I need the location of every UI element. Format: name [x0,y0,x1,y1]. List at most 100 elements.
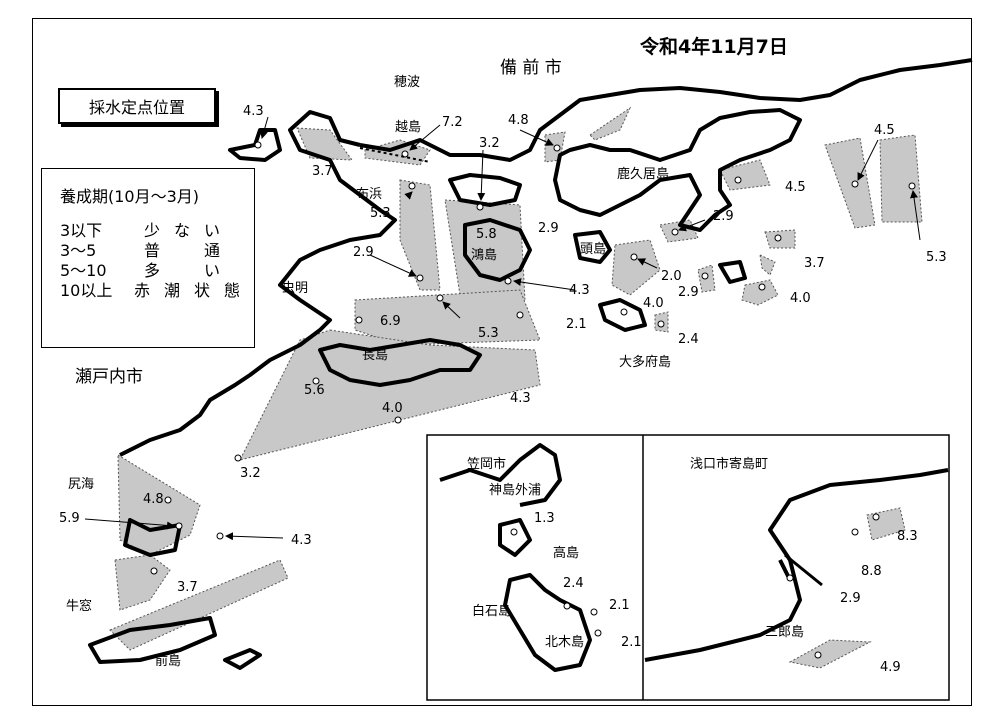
area-kakuijima-east [719,159,771,191]
place-shirihimi: 尻海 [68,477,95,492]
place-shiraishijima: 白石島 [472,604,512,619]
bizen-coast [359,58,973,162]
kasaoka-coast [439,443,562,507]
takashima-coast [498,518,532,557]
area-3.7-north [296,127,354,161]
coastlines [88,58,973,670]
inset-coastlines [439,443,949,672]
kojima-coast [463,218,532,282]
arrows [84,116,921,541]
value-label: 6.9 [380,314,401,329]
place-kojima: 鴻島 [471,248,498,263]
legend-range: 5～10 [60,261,107,280]
legend-label: 多 い [144,261,235,280]
yorishima-coast [644,468,949,662]
legend-label: 少ない [144,221,235,240]
inset-border [426,434,950,701]
value-label: 5.9 [59,511,80,526]
map-frame [32,18,972,706]
value-label: 8.8 [861,564,882,579]
legend-range: 3～5 [60,241,97,260]
value-label: 4.3 [510,391,531,406]
legend-range: 10以上 [60,281,113,300]
place-kitagijima: 北木島 [545,635,585,650]
area-bizen-east [589,106,632,141]
area-nunohama [399,179,441,291]
value-label: 4.0 [643,296,664,311]
value-label: 2.9 [678,285,699,300]
place-nunohama: 布浜 [356,187,383,202]
oodafujima-coast [598,298,647,332]
value-label: 4.5 [785,180,806,195]
area-4.5a [824,137,876,229]
maejima-coast [88,616,217,664]
place-hoha: 穂波 [394,75,421,90]
value-label: 1.3 [534,511,555,526]
legend-row: 3以下少ない [60,221,254,241]
place-oodafujima: 大多府島 [619,355,672,370]
value-label: 2.0 [661,269,682,284]
area-4.0-east [741,279,779,306]
sample-points [150,141,916,659]
value-label: 2.9 [840,591,861,606]
value-label: 4.0 [790,291,811,306]
small-island-east [718,260,747,284]
value-label: 5.3 [926,250,947,265]
value-label: 2.9 [713,209,734,224]
legend-row: 3～5 普 通 [60,241,254,261]
legend-row: 10以上赤潮状態 [60,281,254,301]
value-label: 2.4 [563,576,584,591]
place-setouchi: 瀬戸内市 [75,367,143,387]
value-label: 3.2 [479,136,500,151]
area-nagashima-south [239,329,541,461]
value-label: 7.2 [442,115,463,130]
value-label: 4.0 [382,401,403,416]
shiraishi-kitagi-coast [503,573,592,672]
area-4.5b [879,134,923,223]
value-label: 2.1 [609,598,630,613]
area-small-east [759,254,776,276]
area-4.9 [788,639,872,669]
place-nagashima: 長島 [362,348,389,363]
area-koshijima [364,139,431,166]
value-label: 4.3 [569,283,590,298]
area-2.0 [611,239,661,296]
value-label: 2.9 [538,221,559,236]
value-label: 3.7 [804,256,825,271]
value-label: 4.3 [291,533,312,548]
value-label: 2.4 [678,332,699,347]
place-maejima: 前島 [155,654,182,669]
sampling-points-header: 採水定点位置 [58,88,216,124]
value-label: 4.8 [143,492,164,507]
value-label: 3.2 [240,466,261,481]
value-label: 8.3 [897,529,918,544]
place-saburojima: 三郎島 [765,625,805,640]
kakuijima-coast [553,108,802,232]
place-ushimado: 牛窓 [66,599,93,614]
value-label: 5.8 [476,227,497,242]
breakwater [784,553,823,587]
insets [426,434,950,701]
area-ushimado [114,554,171,611]
value-label: 2.9 [353,245,374,260]
place-bizen: 備 前 市 [500,58,562,78]
small-islet-south [223,648,262,670]
legend-heading: 養成期(10月～3月) [60,187,200,206]
legend-label: 普 通 [144,241,235,260]
small-island-north [448,173,522,207]
place-kakuijima: 鹿久居島 [617,167,670,182]
value-label: 3.7 [312,164,333,179]
value-label: 4.9 [880,660,901,675]
value-label: 4.3 [243,104,264,119]
place-asakuchi: 浅口市寄島町 [690,457,769,472]
place-kashirajima: 頭島 [580,242,607,257]
place-kasaoka: 笠岡市 [467,457,507,472]
shirihimi-bay [123,518,182,557]
value-label: 2.1 [621,635,642,650]
value-label: 4.5 [874,123,895,138]
value-label: 5.6 [304,383,325,398]
value-label: 5.3 [370,206,391,221]
legend: 養成期(10月～3月) 3以下少ない 3～5 普 通 5～10 多 い 10以上赤潮… [41,168,255,348]
kashirajima-coast [573,230,612,264]
